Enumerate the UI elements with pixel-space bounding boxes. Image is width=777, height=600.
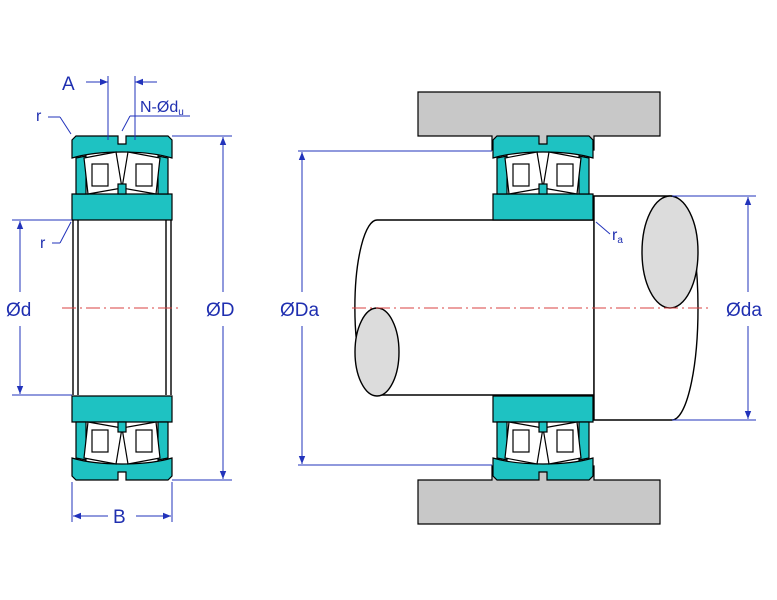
label-N-du: N-Ødu [140,99,184,118]
label-r-inner: r [40,235,46,252]
bearing-row-bottom [71,395,173,481]
label-d: Ød [6,300,31,321]
bearing-row-bottom-right [492,395,594,481]
housing-bottom [417,465,661,525]
label-Da: ØDa [280,300,320,321]
label-B: B [113,507,126,528]
r-inner-leader [59,221,72,244]
label-r-top: r [36,108,42,125]
ra-leader [595,221,611,235]
label-ra: ra [612,227,623,246]
shaft-right-end [641,195,699,309]
bearing-row-top [71,135,173,221]
dim-N-leader [121,115,131,132]
label-da: Øda [726,300,762,321]
bearing-row-top-right [492,135,594,221]
left-section: A N-Ødu r r Ød ØD B [6,74,235,528]
r-top-leader [59,116,72,135]
housing-top [417,91,661,151]
label-A: A [62,74,75,95]
label-D: ØD [206,300,235,321]
shaft-left-end [354,307,400,397]
right-section: ØDa Øda ra [280,91,762,525]
